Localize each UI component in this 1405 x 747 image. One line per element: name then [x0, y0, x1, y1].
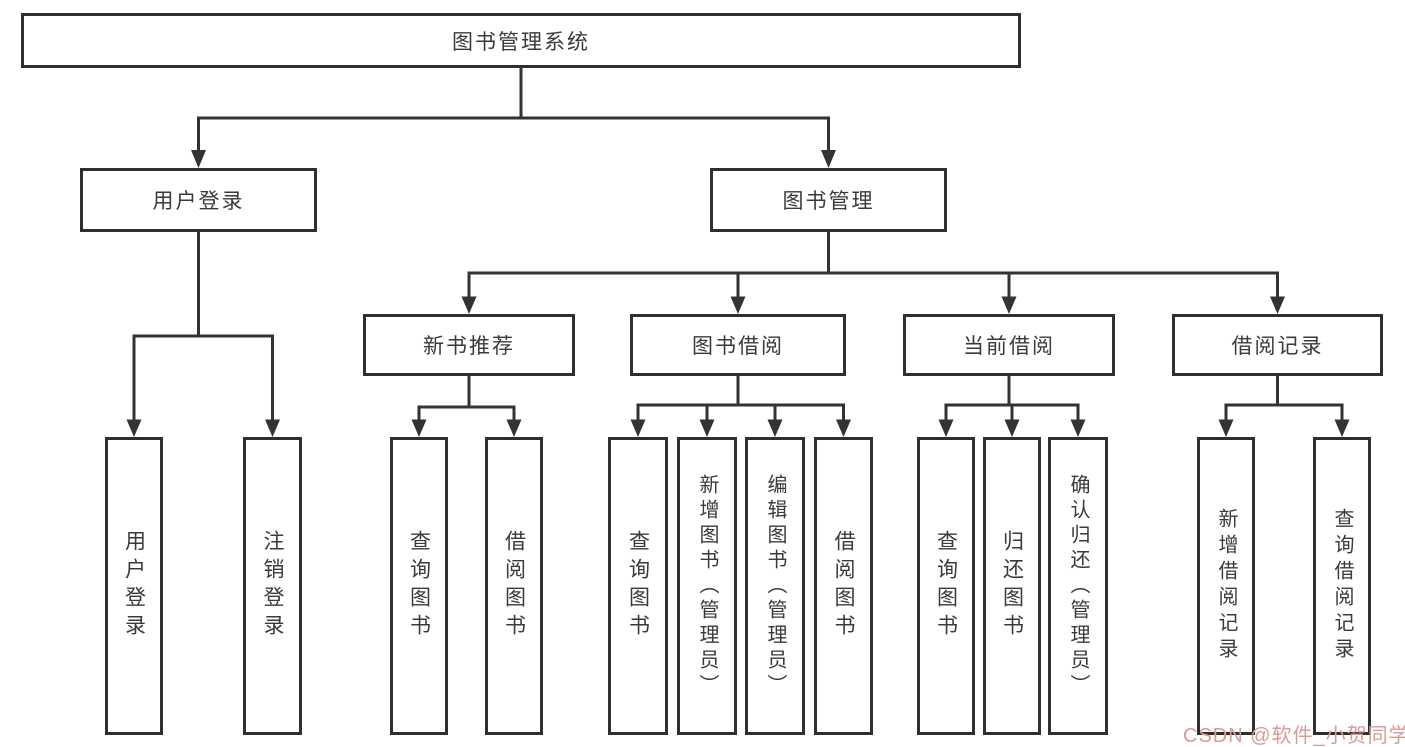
leaf-bb-add-books-admin: 新增图书（管理员） [677, 437, 737, 735]
leaf-cb-return-books: 归还图书 [983, 437, 1041, 735]
node-book-management: 图书管理 [710, 168, 947, 232]
leaf-user-login: 用户登录 [105, 437, 163, 735]
leaf-br-query-record: 查询借阅记录 [1313, 437, 1371, 735]
node-root-system: 图书管理系统 [21, 13, 1021, 68]
csdn-watermark: CSDN @软件_小贺同学 [1183, 725, 1405, 747]
leaf-bb-borrow-books: 借阅图书 [814, 437, 873, 735]
leaf-br-add-record: 新增借阅记录 [1197, 437, 1255, 735]
leaf-bb-edit-books-admin: 编辑图书（管理员） [745, 437, 805, 735]
node-new-book-recommend: 新书推荐 [363, 314, 575, 376]
leaf-nb-borrow-books: 借阅图书 [485, 437, 543, 735]
leaf-logout: 注销登录 [243, 437, 302, 735]
leaf-cb-query-books: 查询图书 [917, 437, 975, 735]
leaf-nb-query-books: 查询图书 [390, 437, 448, 735]
node-book-borrow: 图书借阅 [630, 314, 846, 376]
leaf-cb-confirm-return-admin: 确认归还（管理员） [1048, 437, 1108, 735]
leaf-bb-query-books: 查询图书 [608, 437, 668, 735]
node-current-borrow: 当前借阅 [903, 314, 1115, 376]
node-borrow-records: 借阅记录 [1172, 314, 1383, 376]
node-user-login: 用户登录 [80, 168, 317, 232]
